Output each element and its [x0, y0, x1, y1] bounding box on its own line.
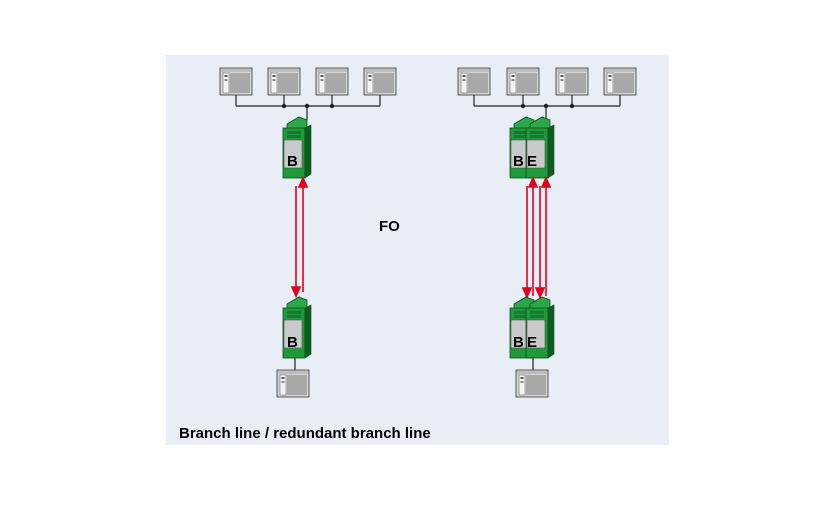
optical-link-module-icon: B E: [509, 116, 555, 179]
module-letter: B: [513, 153, 524, 170]
plc-rack-icon: [267, 67, 301, 96]
plc-rack-icon: [555, 67, 589, 96]
module-letter: B: [287, 334, 298, 351]
module-letter: E: [527, 334, 537, 351]
optical-link-module-icon: B E: [509, 296, 555, 359]
plc-rack-icon: [506, 67, 540, 96]
fiber-optic-link: [290, 176, 309, 298]
module-letter: E: [527, 153, 537, 170]
optical-link-module-icon: B: [282, 296, 312, 359]
module-letter: B: [513, 334, 524, 351]
plc-rack-icon: [457, 67, 491, 96]
plc-rack-icon: [315, 67, 349, 96]
plc-rack-icon: [363, 67, 397, 96]
diagram-panel: [166, 55, 669, 445]
plc-rack-icon: [276, 369, 310, 398]
fo-label: FO: [379, 218, 400, 235]
plc-rack-icon: [219, 67, 253, 96]
plc-rack-icon: [603, 67, 637, 96]
caption: Branch line / redundant branch line: [179, 425, 431, 442]
fiber-optic-link: [521, 176, 552, 299]
optical-link-module-icon: B: [282, 116, 312, 179]
module-letter: B: [287, 153, 298, 170]
redundant-branch-line: B E B E: [457, 67, 637, 398]
plc-rack-icon: [515, 369, 549, 398]
left-branch-line: B B: [219, 67, 397, 398]
